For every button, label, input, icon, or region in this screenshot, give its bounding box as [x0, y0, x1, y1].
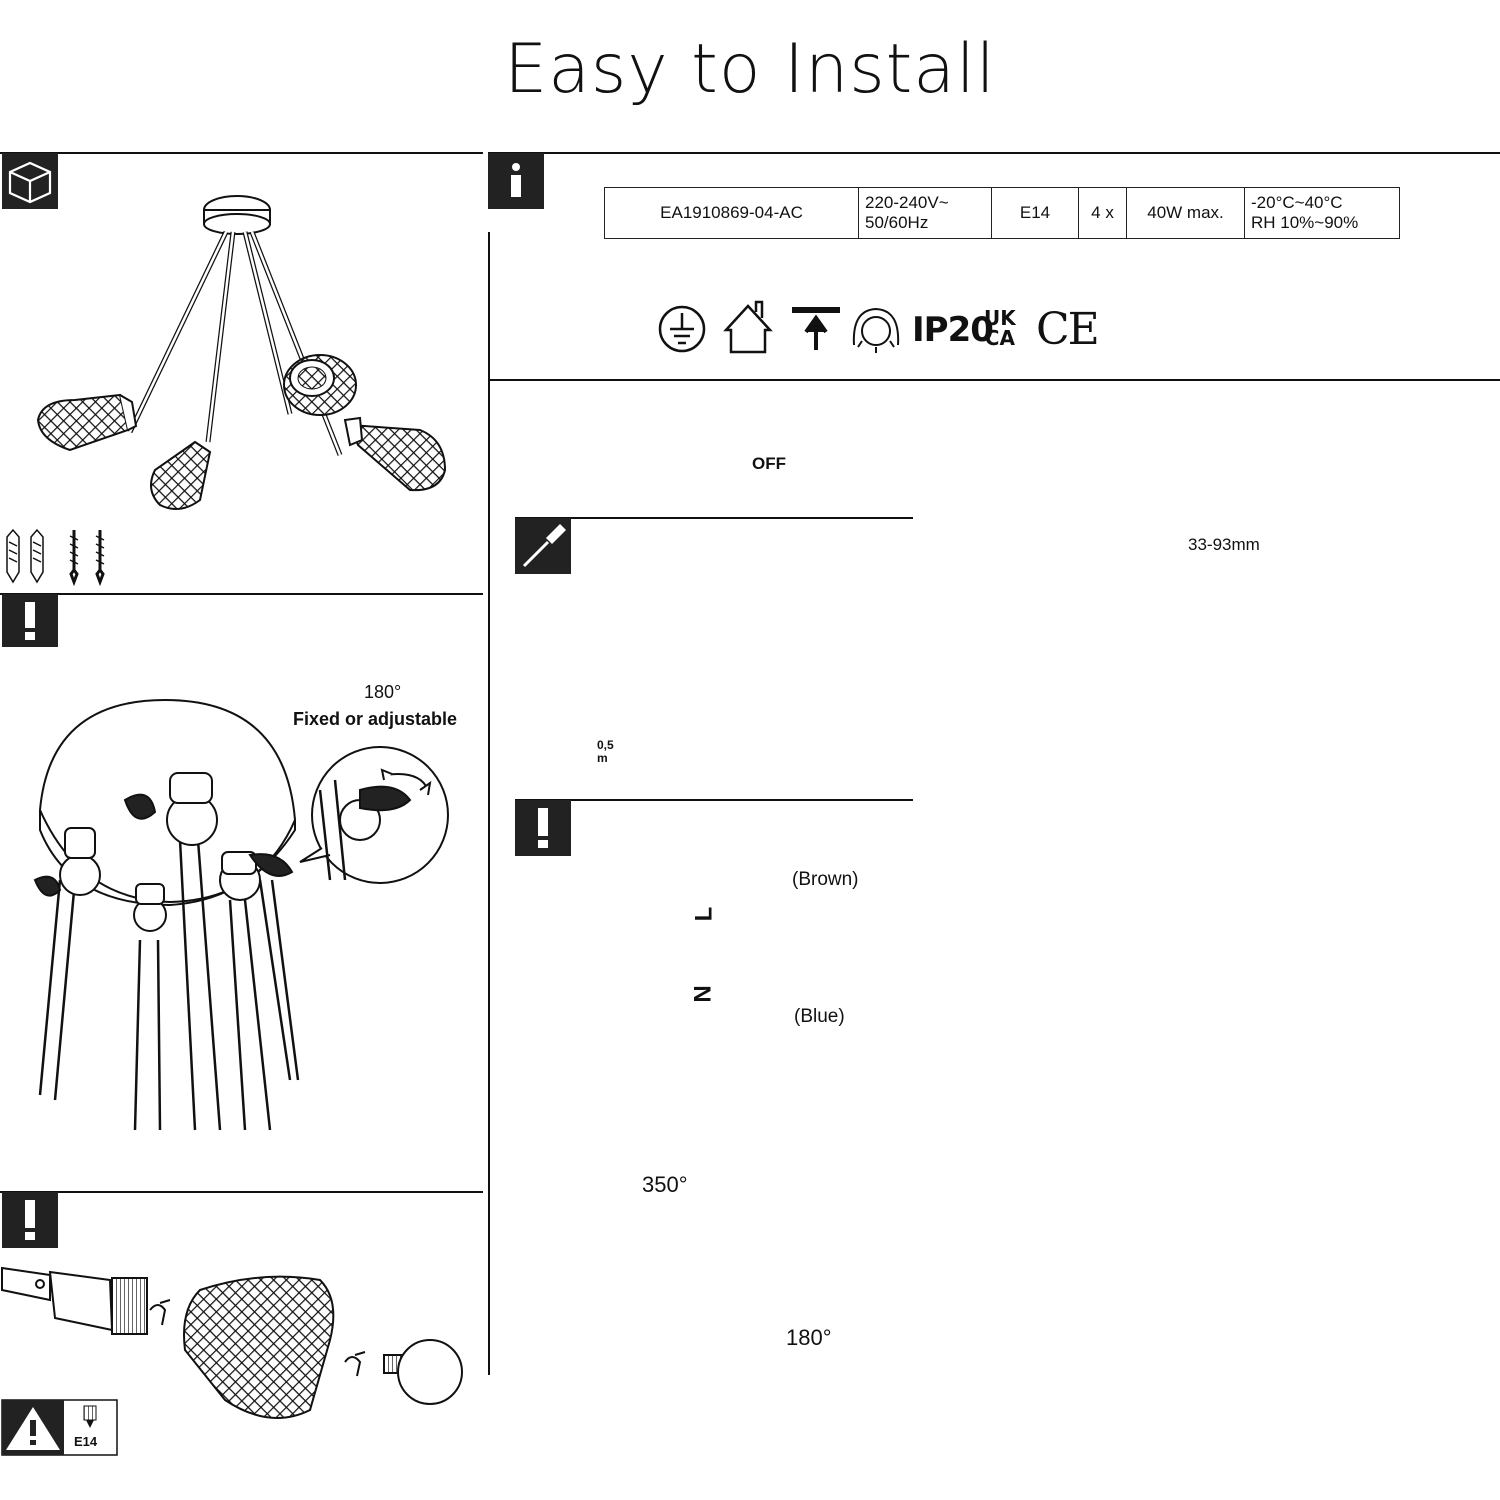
- ukca-top: UK: [984, 306, 1016, 330]
- lamp-shade: [283, 354, 357, 416]
- humidity-line: RH 10%~90%: [1251, 213, 1359, 232]
- off-label: OFF: [752, 454, 786, 473]
- model-cell: EA1910869-04-AC: [604, 187, 859, 239]
- section-dividers: [0, 152, 1500, 1375]
- warning-icon: [515, 800, 571, 856]
- frequency-line: 50/60Hz: [865, 213, 929, 232]
- joint-rotation-label: 180°: [364, 682, 402, 702]
- warning-icon: [2, 594, 58, 647]
- voltage-line: 220-240V~: [865, 193, 949, 212]
- ukca-mark: UK CA: [984, 308, 1016, 348]
- terminal-n-label: N: [689, 985, 717, 1003]
- min-distance-label: 0,5 m: [597, 739, 614, 765]
- min-distance-value: 0,5: [597, 738, 614, 752]
- box-icon: [2, 153, 58, 209]
- socket-assembly: [1, 1266, 171, 1335]
- lamp-shade: [36, 393, 138, 452]
- screwdriver-icon: [515, 518, 571, 574]
- shade-350-label: 350°: [642, 1172, 688, 1197]
- voltage-cell: 220-240V~ 50/60Hz: [858, 187, 992, 239]
- dimmer-icon: [852, 307, 900, 353]
- rotation-detail-bubble: [299, 746, 449, 884]
- hole-distance-label: 33-93mm: [1188, 535, 1260, 554]
- bulb-socket-label: E14: [74, 1434, 98, 1449]
- caution-bulb-icon: [1, 1399, 118, 1456]
- ip-rating-mark: IP20: [912, 310, 994, 350]
- page-title: Easy to Install: [504, 30, 996, 109]
- lamp-shade: [150, 440, 212, 510]
- blue-wire-label: (Blue): [794, 1006, 845, 1027]
- bulb-icon: [344, 1339, 463, 1405]
- fixed-adjustable-label: Fixed or adjustable: [293, 709, 458, 729]
- temperature-line: -20°C~40°C: [1251, 193, 1343, 212]
- earth-ground-icon: [658, 305, 706, 353]
- ceiling-mount-icon: [792, 307, 840, 350]
- wall-plug-icon: [6, 528, 44, 584]
- count-cell: 4 x: [1078, 187, 1127, 239]
- indoor-icon: [723, 300, 773, 354]
- info-icon: [488, 153, 544, 209]
- temperature-cell: -20°C~40°C RH 10%~90%: [1244, 187, 1400, 239]
- ce-mark: CE: [1036, 304, 1100, 355]
- socket-cell: E14: [991, 187, 1079, 239]
- spec-table: EA1910869-04-AC 220-240V~ 50/60Hz E14 4 …: [604, 187, 1400, 239]
- warning-icon: [2, 1192, 58, 1248]
- min-distance-unit: m: [597, 751, 608, 765]
- shade-180-label: 180°: [786, 1325, 832, 1350]
- lamp-shade: [343, 416, 447, 492]
- lamp-overview: [127, 195, 343, 456]
- lamp-shade: [183, 1275, 335, 1419]
- wattage-cell: 40W max.: [1126, 187, 1245, 239]
- canopy-detail: [33, 698, 300, 1131]
- screw-icon: [69, 530, 105, 587]
- terminal-l-label: L: [690, 906, 718, 922]
- ukca-bottom: CA: [984, 326, 1015, 350]
- brown-wire-label: (Brown): [792, 869, 859, 890]
